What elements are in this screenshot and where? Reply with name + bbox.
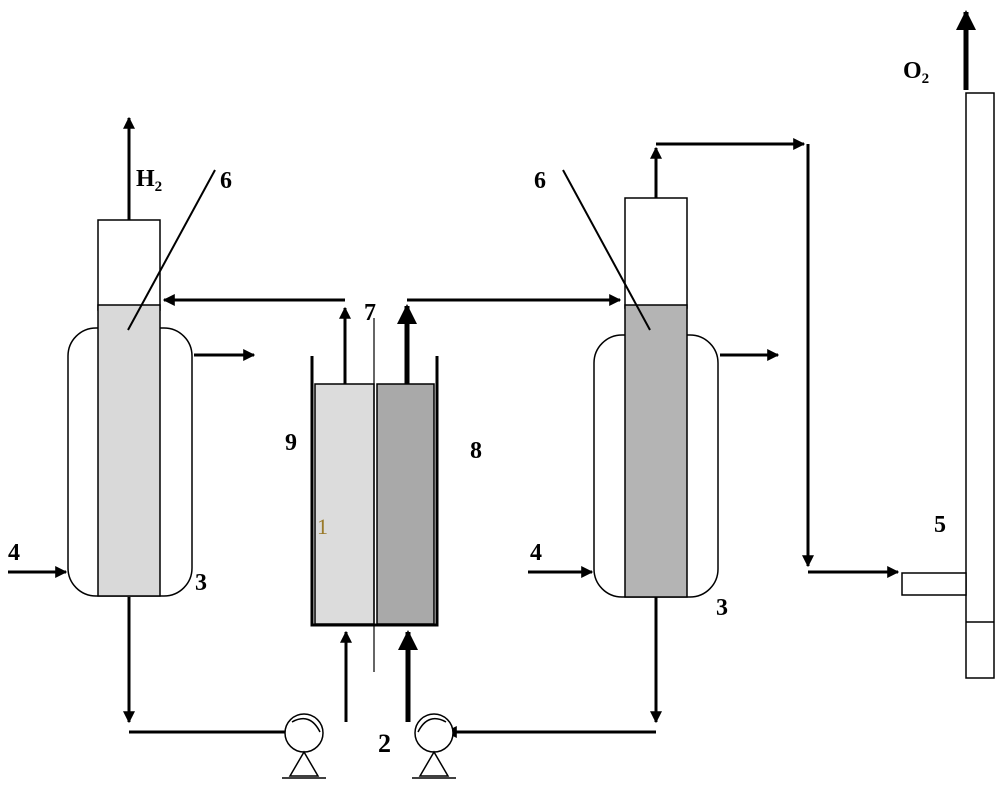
side-inlet-box	[901, 572, 967, 596]
label-6-left: 6	[220, 168, 232, 194]
right-separator-top-tube	[624, 197, 688, 309]
label-3-left: 3	[195, 570, 207, 596]
h2-label: H2	[136, 166, 162, 195]
right-pump-body	[414, 713, 454, 753]
left-piping	[8, 116, 352, 738]
label-5: 5	[934, 512, 946, 538]
right-pump-volute	[417, 717, 447, 733]
left-pump-volute	[291, 717, 321, 733]
right-separator-column	[624, 304, 688, 598]
label-8: 8	[470, 438, 482, 464]
left-pump-stand	[288, 750, 320, 777]
right-separator	[593, 197, 719, 598]
label-4-left: 4	[8, 540, 20, 566]
left-separator-column	[97, 304, 161, 597]
left-pump	[282, 713, 326, 779]
left-pump-body	[284, 713, 324, 753]
electrolytic-cell	[310, 318, 439, 672]
right-piping	[397, 138, 900, 738]
leader-6-right	[562, 169, 651, 331]
left-separator	[67, 219, 193, 597]
label-7: 7	[364, 300, 376, 326]
oxygen-outlet-column	[901, 10, 995, 679]
left-separator-top-tube	[97, 219, 161, 311]
label-6-right: 6	[534, 168, 546, 194]
label-9: 9	[285, 430, 297, 456]
right-pump	[412, 713, 456, 779]
label-2: 2	[378, 729, 391, 758]
right-pump-stand	[418, 750, 450, 777]
label-4-right: 4	[530, 540, 542, 566]
label-3-right: 3	[716, 595, 728, 621]
o2-label: O2	[903, 58, 929, 87]
anode-chamber	[314, 383, 375, 625]
tall-column	[965, 92, 995, 679]
label-1: 1	[317, 514, 328, 539]
cathode-chamber	[376, 383, 435, 625]
leader-6-left	[127, 169, 216, 331]
